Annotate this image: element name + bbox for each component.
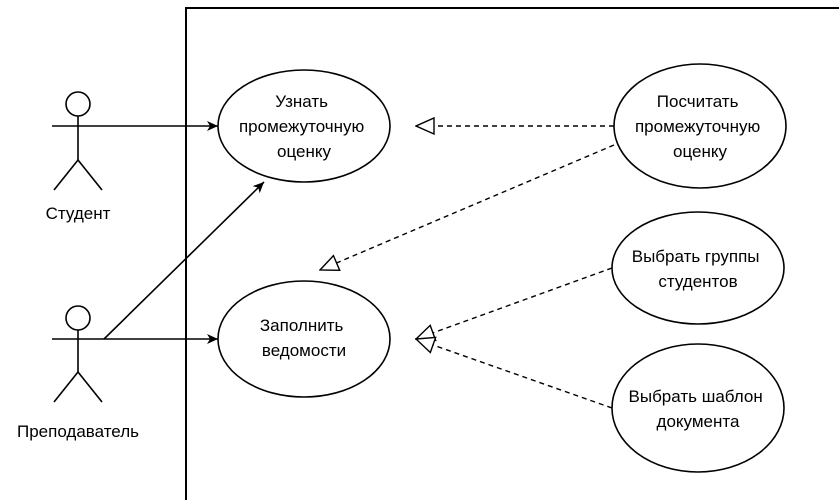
usecase-learn-grade-line: оценку xyxy=(277,142,331,161)
svg-text:Узнать промежуточную: Узнать промежуточную оценку xyxy=(239,92,369,161)
usecase-compute-grade-line: Посчитать xyxy=(657,92,739,111)
usecase-choose-template-line: документа xyxy=(657,412,740,431)
usecase-choose-groups-line: Выбрать группы xyxy=(632,247,760,266)
usecase-choose-template: Выбрать шаблон документа xyxy=(611,343,785,473)
usecase-compute-grade: Посчитать промежуточную оценку xyxy=(613,63,787,189)
system-boundary xyxy=(185,7,839,500)
actor-teacher xyxy=(52,305,104,403)
svg-text:Выбрать группы студентов: Выбрать группы студентов xyxy=(632,247,765,291)
svg-text:Заполнить ведомости: Заполнить ведомости xyxy=(260,316,348,360)
usecase-fill-sheets-line: Заполнить xyxy=(260,316,344,335)
actor-student-label: Студент xyxy=(46,204,111,223)
actor-student xyxy=(52,91,104,191)
usecase-learn-grade-line: Узнать xyxy=(275,92,328,111)
usecase-learn-grade-line: промежуточную xyxy=(239,117,365,136)
dependency-groups-to-fill xyxy=(416,267,613,339)
usecase-compute-grade-line: оценку xyxy=(673,142,727,161)
svg-text:Выбрать шаблон документа: Выбрать шаблон документа xyxy=(629,387,768,431)
actor-teacher-label: Преподаватель xyxy=(17,422,139,441)
usecase-choose-groups: Выбрать группы студентов xyxy=(611,211,785,325)
association-teacher-learn xyxy=(103,181,265,340)
svg-text:Посчитать промежуточную: Посчитать промежуточную оценку xyxy=(635,92,765,161)
dependency-template-to-fill xyxy=(416,339,613,409)
usecase-fill-sheets-line: ведомости xyxy=(262,341,346,360)
usecase-learn-grade: Узнать промежуточную оценку xyxy=(217,69,391,183)
usecase-compute-grade-line: промежуточную xyxy=(635,117,761,136)
usecase-fill-sheets: Заполнить ведомости xyxy=(217,280,391,398)
usecase-choose-groups-line: студентов xyxy=(658,272,737,291)
usecase-choose-template-line: Выбрать шаблон xyxy=(629,387,763,406)
